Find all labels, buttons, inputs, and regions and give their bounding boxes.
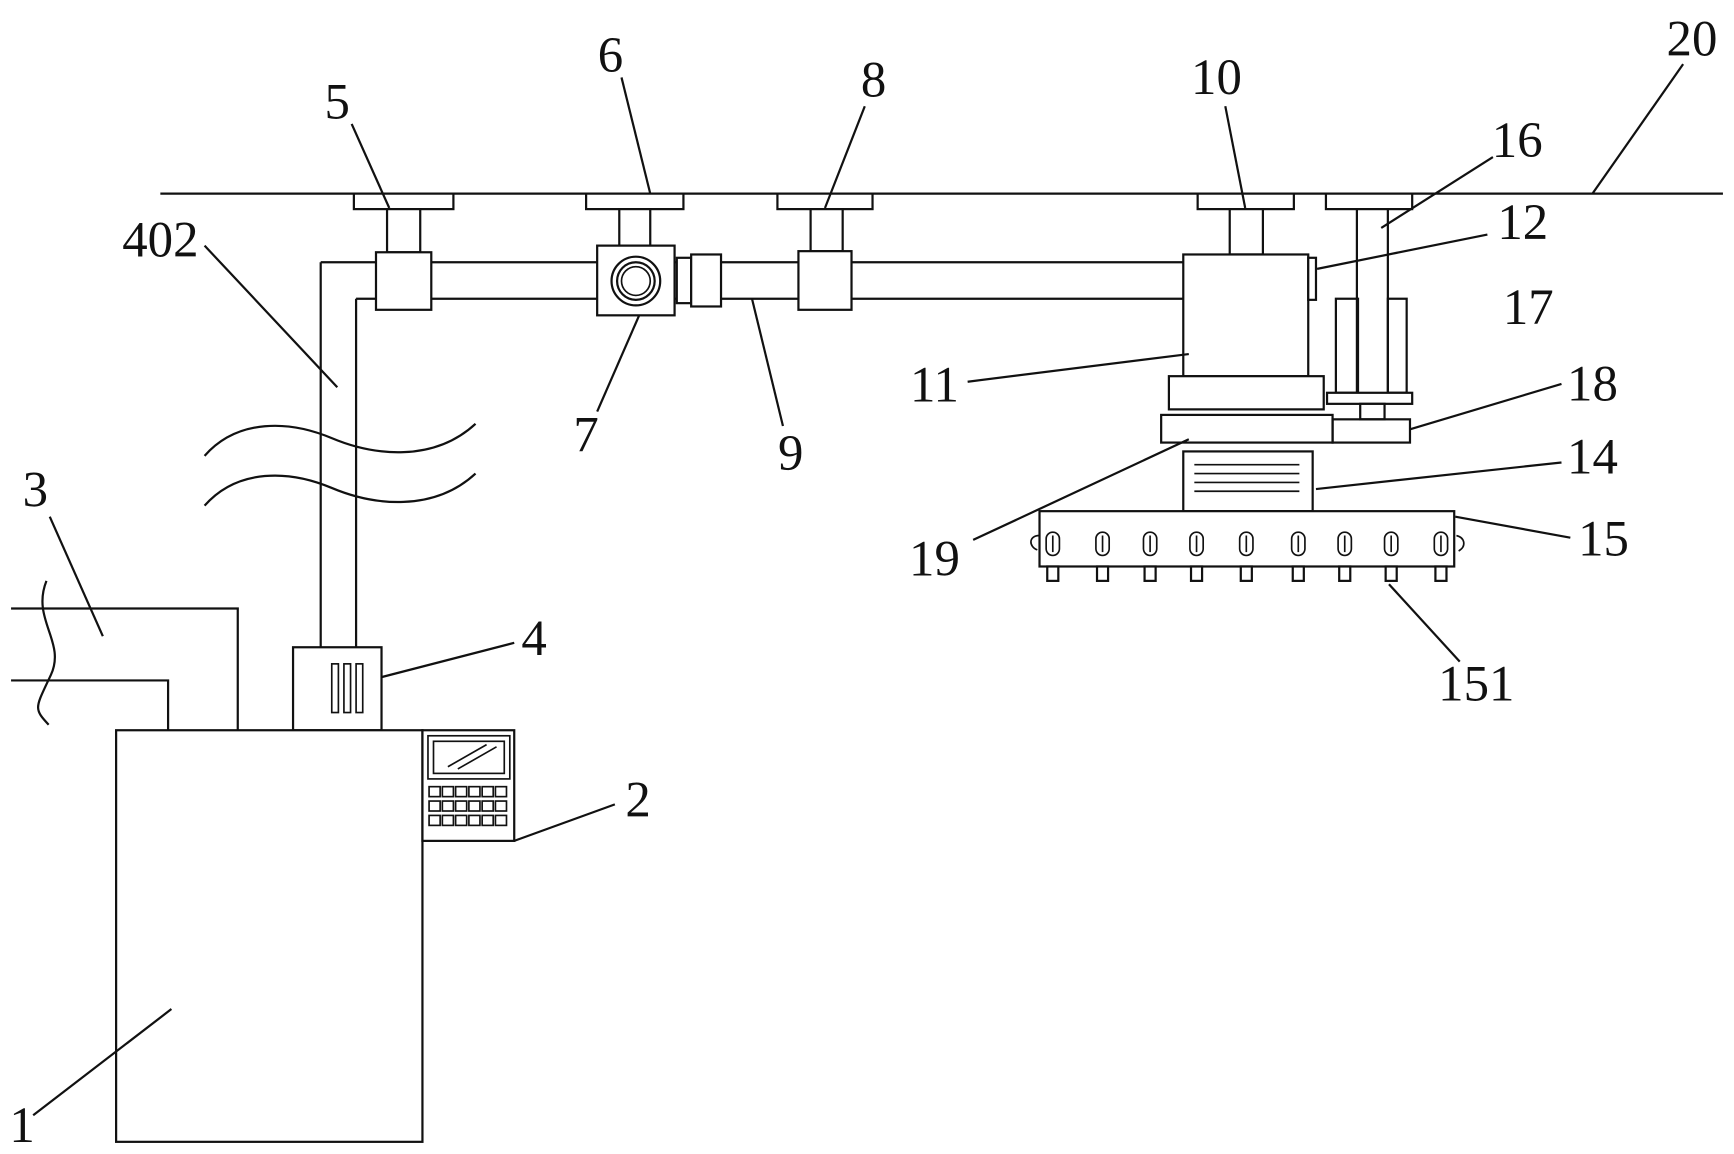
side-sensor xyxy=(1307,256,1318,301)
valve xyxy=(596,244,676,317)
spring-coil xyxy=(1334,297,1408,394)
callout-7: 7 xyxy=(573,407,598,463)
motor-box xyxy=(1182,450,1314,513)
nozzle xyxy=(1045,531,1061,582)
callout-1: 1 xyxy=(9,1098,34,1154)
ceiling-mount-5 xyxy=(352,192,455,311)
callout-9: 9 xyxy=(778,426,803,482)
housing-base-plate xyxy=(1167,375,1325,411)
inlet-pipe xyxy=(11,580,239,731)
nozzle xyxy=(1142,531,1158,582)
pipe-coupling xyxy=(675,253,723,308)
pump-unit xyxy=(291,646,383,732)
nozzle xyxy=(1337,531,1353,582)
vertical-pipe xyxy=(319,262,358,648)
nozzle xyxy=(1095,531,1111,582)
main-tank xyxy=(115,729,424,1143)
nozzle xyxy=(1189,531,1205,582)
pipe-break-mark xyxy=(203,422,477,507)
housing-box xyxy=(1182,253,1310,378)
small-gear xyxy=(1331,418,1412,444)
callout-8: 8 xyxy=(861,52,886,108)
callout-18: 18 xyxy=(1567,357,1618,413)
callout-4: 4 xyxy=(521,611,546,667)
callout-2: 2 xyxy=(625,773,650,829)
nozzle xyxy=(1433,531,1449,582)
callout-19: 19 xyxy=(909,531,960,587)
callout-20: 20 xyxy=(1667,11,1718,67)
nozzle xyxy=(1290,531,1306,582)
support-rod xyxy=(1324,192,1414,393)
horizontal-pipe xyxy=(320,261,1184,300)
callout-151: 151 xyxy=(1438,656,1514,712)
callout-16: 16 xyxy=(1492,113,1543,169)
callout-14: 14 xyxy=(1567,430,1618,486)
ceiling-mount-6 xyxy=(585,192,685,247)
ceiling-mount-8 xyxy=(776,192,874,311)
control-panel xyxy=(421,729,516,842)
ceiling-mount-10 xyxy=(1196,192,1295,256)
callout-3: 3 xyxy=(23,463,48,519)
nozzle xyxy=(1383,531,1399,582)
callout-17: 17 xyxy=(1503,280,1554,336)
bar-hook-left xyxy=(1030,534,1040,551)
leader-lines xyxy=(32,63,1685,1117)
callout-12: 12 xyxy=(1497,195,1548,251)
callout-10: 10 xyxy=(1191,50,1242,106)
rod-end-plate xyxy=(1325,391,1414,405)
nozzle xyxy=(1238,531,1254,582)
callout-11: 11 xyxy=(910,358,959,414)
large-gear xyxy=(1160,413,1334,444)
rod-stem xyxy=(1359,402,1386,421)
callout-402: 402 xyxy=(122,213,198,269)
keypad xyxy=(428,785,508,827)
callout-15: 15 xyxy=(1578,511,1629,567)
callout-6: 6 xyxy=(598,28,623,84)
bar-hook-right xyxy=(1456,534,1465,552)
callout-5: 5 xyxy=(325,74,350,130)
